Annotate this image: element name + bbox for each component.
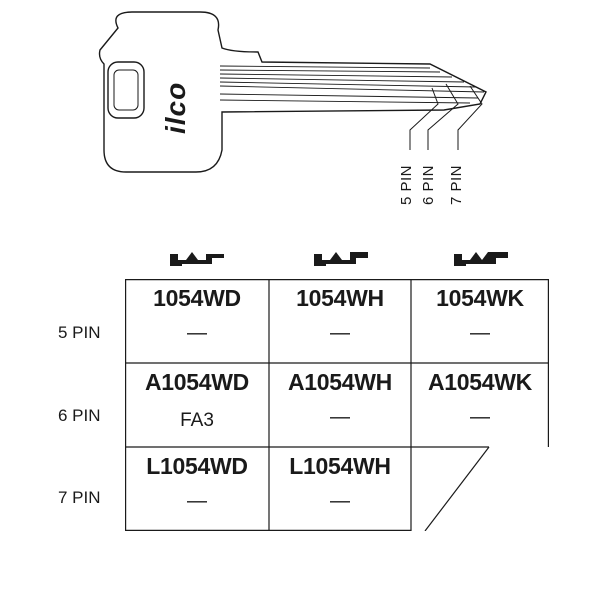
row-label-6-pin: 6 PIN bbox=[58, 406, 101, 425]
cell-code: 1054WD bbox=[153, 285, 241, 311]
cell-sub: — bbox=[187, 490, 207, 512]
pin-label-6: 6 PIN bbox=[420, 164, 437, 205]
cell-a1054wk: A1054WK — bbox=[411, 363, 549, 447]
keyway-profile-wh-icon bbox=[314, 252, 368, 266]
cell-l1054wh: L1054WH — bbox=[269, 447, 411, 531]
cell-code: L1054WD bbox=[146, 453, 248, 479]
key-illustration bbox=[98, 11, 487, 173]
cell-l1054wd: L1054WD — bbox=[125, 447, 269, 531]
cell-sub: — bbox=[330, 406, 350, 428]
cell-code: L1054WH bbox=[289, 453, 391, 479]
cell-code: A1054WD bbox=[145, 369, 249, 395]
cell-code: A1054WH bbox=[288, 369, 392, 395]
cell-sub: — bbox=[187, 322, 207, 344]
pin-leader-lines bbox=[409, 83, 483, 150]
keyway-profile-wd-icon bbox=[170, 252, 224, 266]
pin-label-7: 7 PIN bbox=[448, 164, 465, 205]
cell-a1054wd: A1054WD FA3 bbox=[125, 363, 269, 447]
keyway-profile-wk-icon bbox=[454, 252, 508, 266]
key-bow-hole bbox=[107, 61, 145, 119]
pin-label-5: 5 PIN bbox=[398, 164, 415, 205]
cell-1054wh: 1054WH — bbox=[269, 279, 411, 363]
cell-code: 1054WK bbox=[436, 285, 524, 311]
cell-1054wd: 1054WD — bbox=[125, 279, 269, 363]
key-blade-grooves bbox=[219, 65, 485, 104]
cell-a1054wh: A1054WH — bbox=[269, 363, 411, 447]
cell-sub: — bbox=[470, 322, 490, 344]
cell-sub: — bbox=[330, 322, 350, 344]
cell-sub: FA3 bbox=[180, 410, 214, 431]
cell-code: A1054WK bbox=[428, 369, 532, 395]
cell-sub: — bbox=[470, 406, 490, 428]
key-head-outline bbox=[98, 11, 487, 173]
row-label-5-pin: 5 PIN bbox=[58, 323, 101, 342]
cell-code: 1054WH bbox=[296, 285, 384, 311]
cell-1054wk: 1054WK — bbox=[411, 279, 549, 363]
brand-logo: ilco bbox=[160, 81, 191, 134]
cell-sub: — bbox=[330, 490, 350, 512]
row-label-7-pin: 7 PIN bbox=[58, 488, 101, 507]
key-blank-table: 1054WD — 1054WH — 1054WK — A1054WD FA3 A… bbox=[125, 279, 549, 531]
cell-empty bbox=[411, 447, 549, 531]
table-lines bbox=[125, 279, 549, 531]
